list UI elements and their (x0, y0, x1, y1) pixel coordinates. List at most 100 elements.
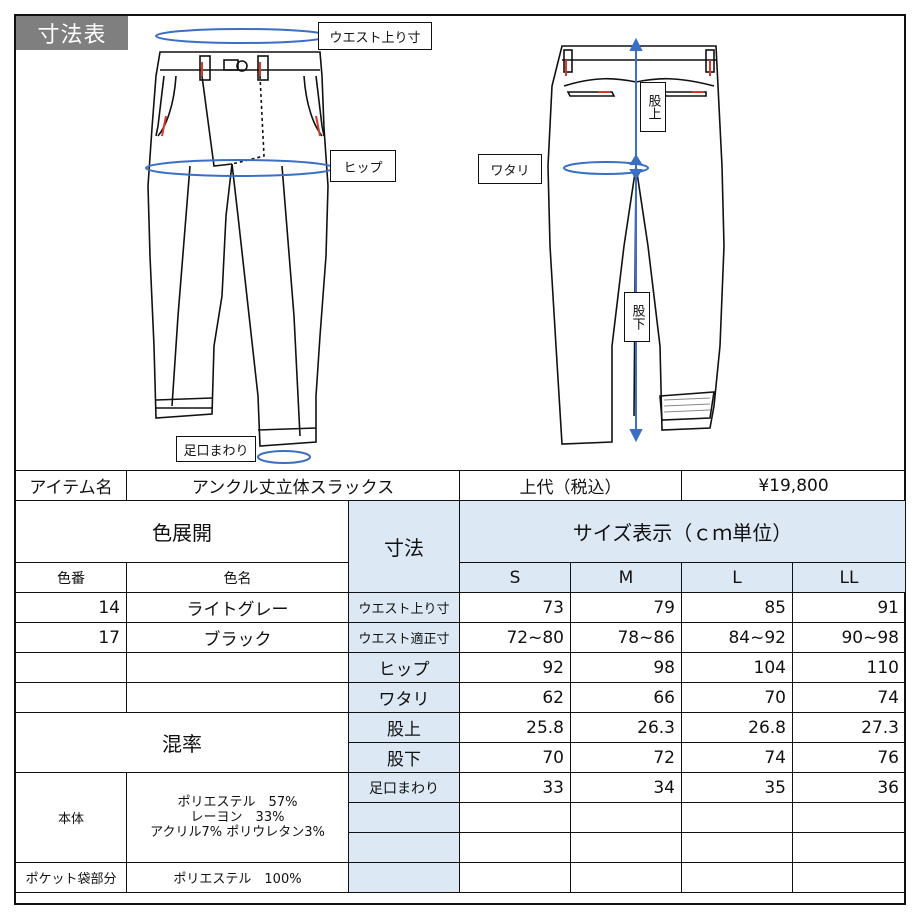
size-value: 92 (459, 652, 571, 683)
dimension-label: ヒップ (348, 652, 460, 683)
item-name-value: アンクル丈立体スラックス (126, 470, 460, 501)
empty-cell (681, 832, 793, 863)
composition-line: アクリル7% ポリウレタン3% (150, 825, 325, 840)
table-row (16, 832, 906, 863)
size-value: 74 (792, 682, 906, 713)
front-red-marks (161, 62, 321, 137)
back-hem-tape (663, 397, 711, 413)
size-value: 90~98 (792, 622, 906, 653)
empty-cell (459, 862, 571, 893)
composition-line: レーヨン 33% (190, 810, 285, 825)
front-view-pants (147, 51, 329, 447)
empty-cell (348, 832, 460, 863)
size-heading: サイズ表示（ｃｍ単位） (459, 500, 906, 563)
size-value: 74 (681, 742, 793, 773)
empty-cell (570, 862, 682, 893)
dimension-label: 股下 (348, 742, 460, 773)
color-number-header: 色番 (15, 562, 127, 593)
price-value: ¥19,800 (681, 470, 906, 501)
table-row: 14 ライトグレー ウエスト上り寸 73 79 85 91 (15, 592, 906, 623)
size-value: 27.3 (792, 712, 906, 743)
dimension-label: ウエスト適正寸 (348, 622, 460, 653)
empty-cell (570, 832, 682, 863)
size-value: 104 (681, 652, 793, 683)
size-value: 76 (792, 742, 906, 773)
rise-label: 股上 (640, 82, 666, 132)
color-name: ブラック (126, 622, 349, 653)
color-number: 17 (15, 622, 127, 653)
hem-label: 足口まわり (176, 436, 256, 462)
table-row: ポケット袋部分 ポリエステル 100% (15, 862, 906, 893)
size-header-m: M (570, 562, 682, 593)
size-value: 110 (792, 652, 906, 683)
size-value: 25.8 (459, 712, 571, 743)
empty-cell (681, 802, 793, 833)
size-value: 66 (570, 682, 682, 713)
size-value: 72 (570, 742, 682, 773)
spec-table: アイテム名 アンクル丈立体スラックス 上代（税込） ¥19,800 色展開 寸法… (15, 470, 906, 893)
size-value: 70 (681, 682, 793, 713)
empty-cell (15, 682, 127, 713)
size-value: 98 (570, 652, 682, 683)
dimension-label: 股上 (348, 712, 460, 743)
size-value: 78~86 (570, 622, 682, 653)
size-value: 34 (570, 772, 682, 803)
pants-illustration (145, 28, 725, 464)
empty-cell (15, 652, 127, 683)
body-composition: ポリエステル 57% レーヨン 33% アクリル7% ポリウレタン3% (126, 772, 349, 863)
size-value: 62 (459, 682, 571, 713)
empty-cell (459, 802, 571, 833)
size-header-l: L (681, 562, 793, 593)
size-value: 91 (792, 592, 906, 623)
pocket-composition: ポリエステル 100% (126, 862, 349, 893)
composition-line: ポリエステル 57% (177, 795, 298, 810)
size-value: 73 (459, 592, 571, 623)
table-row: 本体 ポリエステル 57% レーヨン 33% アクリル7% ポリウレタン3% 足… (15, 772, 906, 863)
empty-cell (459, 832, 571, 863)
price-label: 上代（税込） (459, 470, 682, 501)
empty-cell (348, 802, 460, 833)
table-row: ヒップ 92 98 104 110 (15, 652, 906, 683)
dimension-header: 寸法 (348, 500, 460, 593)
dimension-label: ワタリ (348, 682, 460, 713)
empty-cell (792, 832, 906, 863)
pocket-label: ポケット袋部分 (15, 862, 127, 893)
color-heading: 色展開 (15, 500, 349, 563)
back-measure-lines (563, 37, 649, 443)
dimension-label: ウエスト上り寸 (348, 592, 460, 623)
size-chart-frame (14, 14, 906, 905)
size-value: 72~80 (459, 622, 571, 653)
table-row: 混率 股上 25.8 26.3 26.8 27.3 (15, 712, 906, 773)
color-number: 14 (15, 592, 127, 623)
color-name: ライトグレー (126, 592, 349, 623)
size-value: 70 (459, 742, 571, 773)
thigh-label: ワタリ (478, 154, 542, 184)
table-row: 17 ブラック ウエスト適正寸 72~80 78~86 84~92 90~98 (15, 622, 906, 653)
empty-cell (570, 802, 682, 833)
page-title: 寸法表 (16, 16, 128, 50)
composition-heading: 混率 (15, 712, 349, 773)
size-value: 35 (681, 772, 793, 803)
size-value: 33 (459, 772, 571, 803)
dimension-label: 足口まわり (348, 772, 460, 803)
empty-cell (126, 652, 349, 683)
back-red-marks (565, 60, 711, 93)
inseam-label: 股下 (624, 292, 650, 342)
size-value: 26.3 (570, 712, 682, 743)
empty-cell (792, 862, 906, 893)
hip-label: ヒップ (330, 150, 396, 182)
size-header-ll: LL (792, 562, 906, 593)
empty-cell (681, 862, 793, 893)
size-value: 36 (792, 772, 906, 803)
size-value: 26.8 (681, 712, 793, 743)
empty-cell (348, 862, 460, 893)
table-row: ワタリ 62 66 70 74 (15, 682, 906, 713)
size-header-s: S (459, 562, 571, 593)
body-label: 本体 (15, 772, 127, 863)
waist-label: ウエスト上り寸 (318, 22, 432, 50)
empty-cell (126, 682, 349, 713)
color-name-header: 色名 (126, 562, 349, 593)
size-value: 84~92 (681, 622, 793, 653)
table-row (16, 802, 906, 833)
item-name-label: アイテム名 (15, 470, 127, 501)
